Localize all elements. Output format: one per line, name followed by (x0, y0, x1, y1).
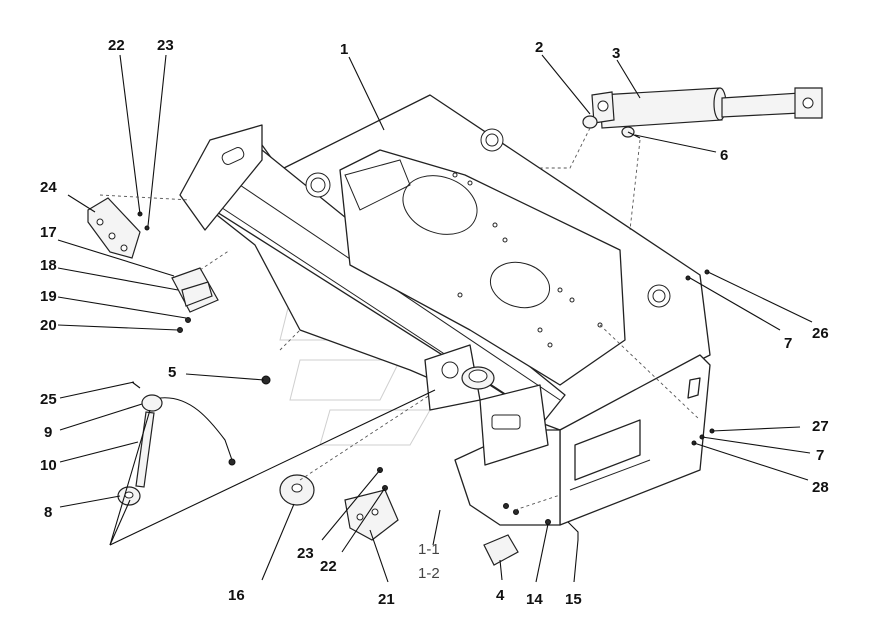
callout-14: 14 (526, 591, 543, 608)
bracket-17-18 (171, 267, 219, 313)
callout-1-2: 1-2 (418, 565, 440, 582)
callout-10: 10 (40, 457, 57, 474)
deck-bolt-holes (452, 172, 603, 348)
callout-26: 26 (812, 325, 829, 342)
knob-16 (279, 474, 315, 506)
dashed-connectors (99, 127, 701, 511)
small-fasteners-left (137, 211, 271, 385)
callout-27: 27 (812, 418, 829, 435)
pin-6 (621, 126, 641, 139)
callout-20: 20 (40, 317, 57, 334)
callout-18: 18 (40, 257, 57, 274)
callout-19: 19 (40, 288, 57, 305)
callout-1: 1 (340, 41, 348, 58)
bracket-24 (87, 197, 141, 259)
callout-4: 4 (496, 587, 505, 604)
callout-labels: 1 2 3 4 5 6 7 7 8 9 10 1-1 1-2 14 15 16 … (40, 37, 829, 608)
callout-5: 5 (168, 364, 176, 381)
callout-2: 2 (535, 39, 543, 56)
callout-7a: 7 (784, 335, 792, 352)
callout-15: 15 (565, 591, 582, 608)
sensor-assembly (117, 381, 236, 506)
callout-8: 8 (44, 504, 52, 521)
leader-lines (57, 54, 813, 583)
callout-16: 16 (228, 587, 245, 604)
callout-17: 17 (40, 224, 57, 241)
callout-23b: 23 (297, 545, 314, 562)
pin-2 (582, 115, 598, 129)
callout-22b: 22 (320, 558, 337, 575)
callout-6: 6 (720, 147, 728, 164)
callout-9: 9 (44, 424, 52, 441)
callout-28: 28 (812, 479, 829, 496)
callout-7b: 7 (816, 447, 824, 464)
callout-21: 21 (378, 591, 395, 608)
small-fasteners-bottom (503, 503, 579, 540)
callout-25: 25 (40, 391, 57, 408)
callout-24: 24 (40, 179, 57, 196)
callout-23a: 23 (157, 37, 174, 54)
hydraulic-cylinder (591, 87, 823, 129)
callout-22a: 22 (108, 37, 125, 54)
clip-4 (483, 534, 519, 566)
main-frame (179, 94, 711, 526)
bracket-21 (344, 467, 399, 541)
callout-3: 3 (612, 45, 620, 62)
callout-1-1: 1-1 (418, 541, 440, 558)
